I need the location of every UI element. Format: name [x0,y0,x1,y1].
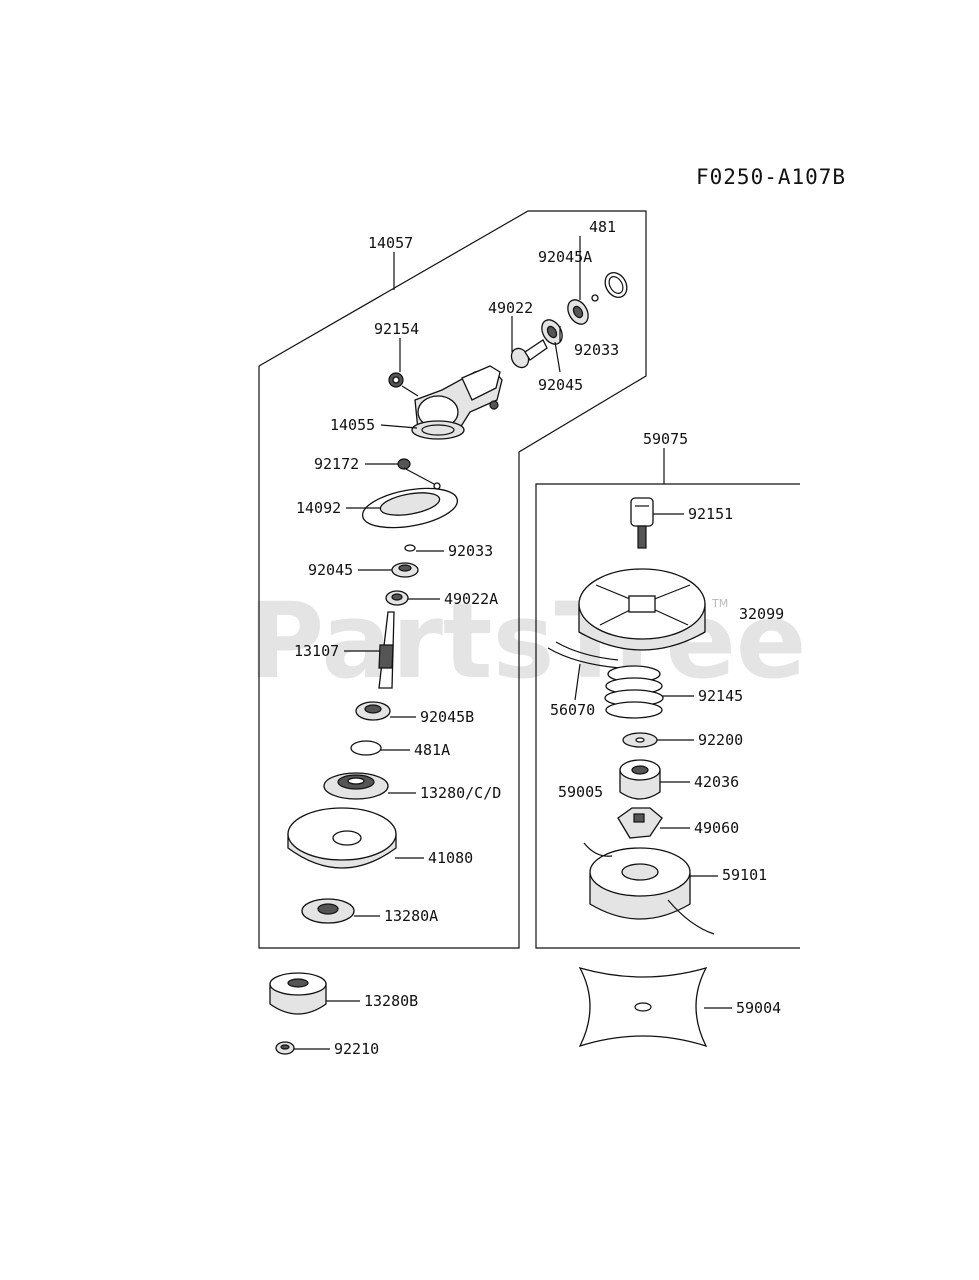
label-14057[interactable]: 14057 [368,234,413,252]
blade-59004 [578,966,708,1048]
bearing-92045B [355,701,391,721]
snap-ring-481A [350,740,382,756]
holder-13280B [269,972,327,1015]
gear-case-14055 [411,365,503,440]
leader-lines [294,236,732,1050]
right-group-outline [535,483,800,949]
label-49060[interactable]: 49060 [694,819,739,837]
bearing-92045-upper [541,319,563,345]
label-41080[interactable]: 41080 [428,849,473,867]
label-13107[interactable]: 13107 [294,642,339,660]
gear-49022A [385,590,409,606]
label-92151[interactable]: 92151 [688,505,733,523]
bearing-92045A [567,299,589,325]
label-92045B[interactable]: 92045B [420,708,474,726]
spring-92145 [604,665,664,719]
watermark: PartsTree [248,580,806,702]
label-13280CD[interactable]: 13280/C/D [420,784,501,802]
label-92154[interactable]: 92154 [374,320,419,338]
holder-13280CD [323,772,389,800]
part-labels: 14057 481 92045A 49022 92154 92033 92045… [294,218,784,1058]
label-14055[interactable]: 14055 [330,416,375,434]
guard-plate-14092 [361,487,459,529]
label-59005[interactable]: 59005 [558,783,603,801]
diagram-code: F0250-A107B [696,165,846,189]
small-washer [591,294,599,302]
trimmer-line-56070 [547,647,621,669]
label-59101[interactable]: 59101 [722,866,767,884]
spool-cover-32099 [578,568,706,651]
holder-13280A [301,898,355,924]
bolt-92154 [388,372,404,388]
label-49022A[interactable]: 49022A [444,590,498,608]
label-32099[interactable]: 32099 [739,605,784,623]
label-59075[interactable]: 59075 [643,430,688,448]
washer-92200 [622,732,658,748]
bush-42036 [619,759,661,800]
label-92145[interactable]: 92145 [698,687,743,705]
label-92210[interactable]: 92210 [334,1040,379,1058]
bearing-92045-lower [391,562,419,578]
label-92045-lower[interactable]: 92045 [308,561,353,579]
cover-41080 [287,807,397,869]
label-92045-upper[interactable]: 92045 [538,376,583,394]
label-92033-upper[interactable]: 92033 [574,341,619,359]
nut-49060 [617,807,663,839]
snap-ring-481 [604,272,628,298]
label-481[interactable]: 481 [589,218,616,236]
label-59004[interactable]: 59004 [736,999,781,1017]
bolt-92172 [397,458,441,490]
label-13280B[interactable]: 13280B [364,992,418,1010]
label-56070[interactable]: 56070 [550,701,595,719]
label-92045A[interactable]: 92045A [538,248,592,266]
label-49022[interactable]: 49022 [488,299,533,317]
label-92033-lower[interactable]: 92033 [448,542,493,560]
bolt-92151 [630,497,654,549]
watermark-trademark: TM [711,597,728,610]
label-42036[interactable]: 42036 [694,773,739,791]
washer-92033 [404,544,416,552]
gear-49022 [510,339,548,369]
leader-line [401,385,419,397]
label-481A[interactable]: 481A [414,741,450,759]
label-92172[interactable]: 92172 [314,455,359,473]
trimmer-line-56070-b [555,641,619,661]
label-92200[interactable]: 92200 [698,731,743,749]
shaft-13107 [378,611,395,689]
spool-59101 [583,842,715,935]
left-group-outline [258,210,647,949]
label-14092[interactable]: 14092 [296,499,341,517]
nut-92210 [275,1041,295,1055]
label-13280A[interactable]: 13280A [384,907,438,925]
